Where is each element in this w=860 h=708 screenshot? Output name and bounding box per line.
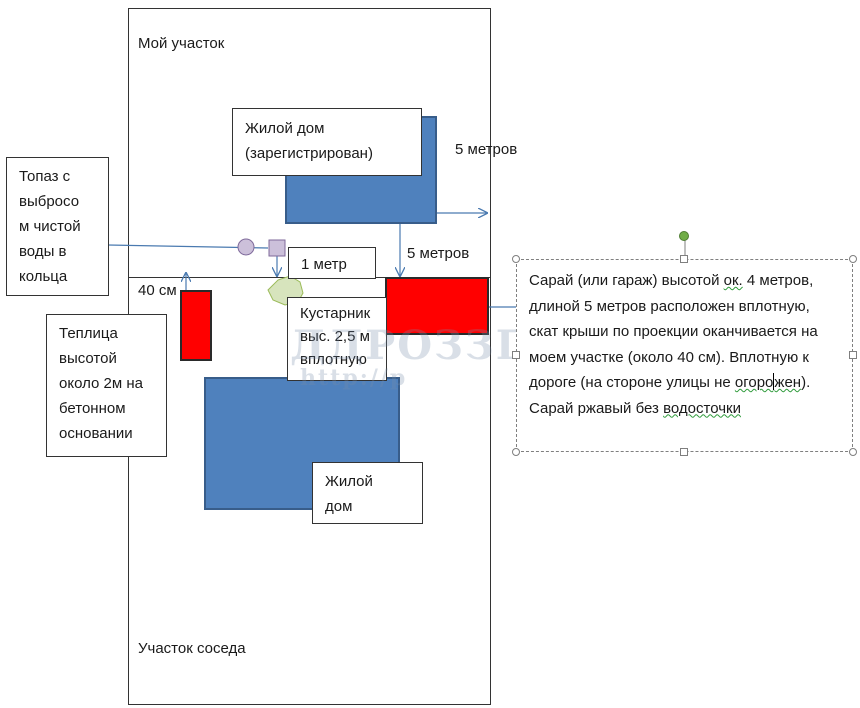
greenhouse-shape[interactable] — [180, 290, 212, 361]
resize-handle-bottom-left[interactable] — [512, 448, 520, 456]
neighbor-house-line2: дом — [325, 498, 353, 515]
topaz-line3: м чистой — [19, 218, 81, 235]
greenhouse-line3: около 2м на — [59, 375, 143, 392]
greenhouse-line1: Теплица — [59, 325, 118, 342]
text-cursor — [773, 373, 775, 390]
distance-1m-label: 1 метр — [301, 256, 347, 273]
resize-handle-top-left[interactable] — [512, 255, 520, 263]
shrub-line2: выс. 2,5 м — [300, 328, 370, 345]
septic-circle-shape[interactable] — [237, 238, 255, 256]
rotate-handle[interactable] — [679, 231, 689, 241]
resize-handle-bottom-middle[interactable] — [680, 448, 688, 456]
greenhouse-line4: бетонном — [59, 400, 126, 417]
shed-text-part3: ). Сарай ржавый без — [529, 374, 811, 417]
topaz-label-box[interactable]: Топаз с выбросо м чистой воды в кольца — [6, 157, 109, 296]
topaz-line5: кольца — [19, 268, 68, 285]
greenhouse-label-box[interactable]: Теплица высотой около 2м на бетонном осн… — [46, 314, 167, 457]
shrub-label-box[interactable]: Кустарник выс. 2,5 м вплотную — [287, 297, 387, 381]
my-plot-label: Мой участок — [138, 35, 225, 52]
neighbor-house-line1: Жилой — [325, 473, 373, 490]
registered-house-label-box[interactable]: Жилой дом (зарегистрирован) — [232, 108, 422, 176]
distance-5m-down-label: 5 метров — [407, 245, 470, 262]
shed-text-wavy2b: жен — [774, 374, 802, 391]
resize-handle-bottom-right[interactable] — [849, 448, 857, 456]
topaz-line4: воды в — [19, 243, 67, 260]
neighbor-plot-label: Участок соседа — [138, 640, 246, 657]
shrub-line1: Кустарник — [300, 305, 371, 322]
resize-handle-middle-right[interactable] — [849, 351, 857, 359]
resize-handle-top-right[interactable] — [849, 255, 857, 263]
greenhouse-line2: высотой — [59, 350, 117, 367]
topaz-line1: Топаз с — [19, 168, 71, 185]
shed-shape[interactable] — [385, 277, 489, 335]
shed-description-textbox[interactable]: Сарай (или гараж) высотой ок. 4 метров, … — [516, 259, 853, 452]
resize-handle-middle-left[interactable] — [512, 351, 520, 359]
distance-40cm-label: 40 см — [138, 282, 177, 299]
shed-text-wavy2a: огоро — [734, 374, 774, 391]
neighbor-house-label-box[interactable]: Жилой дом — [312, 462, 423, 524]
property-boundary-line — [128, 277, 388, 278]
greenhouse-line5: основании — [59, 425, 133, 442]
topaz-line2: выбросо — [19, 193, 80, 210]
shed-text-wavy3: водосточки — [663, 399, 741, 417]
registered-house-label-line2: (зарегистрирован) — [245, 145, 373, 162]
shed-text-part2: 4 метров, длиной 5 метров расположен впл… — [529, 272, 818, 391]
property-boundary-line-right — [488, 277, 491, 278]
resize-handle-top-middle[interactable] — [680, 255, 688, 263]
distance-1m-box[interactable]: 1 метр — [288, 247, 376, 279]
shed-text-part1: Сарай (или гараж) высотой — [529, 272, 724, 289]
septic-square-shape[interactable] — [268, 239, 286, 257]
distance-5m-right-label: 5 метров — [455, 141, 518, 158]
shrub-line3: вплотную — [300, 351, 367, 368]
shed-text-wavy1: ок. — [723, 272, 743, 289]
registered-house-label-line1: Жилой дом — [245, 120, 325, 137]
